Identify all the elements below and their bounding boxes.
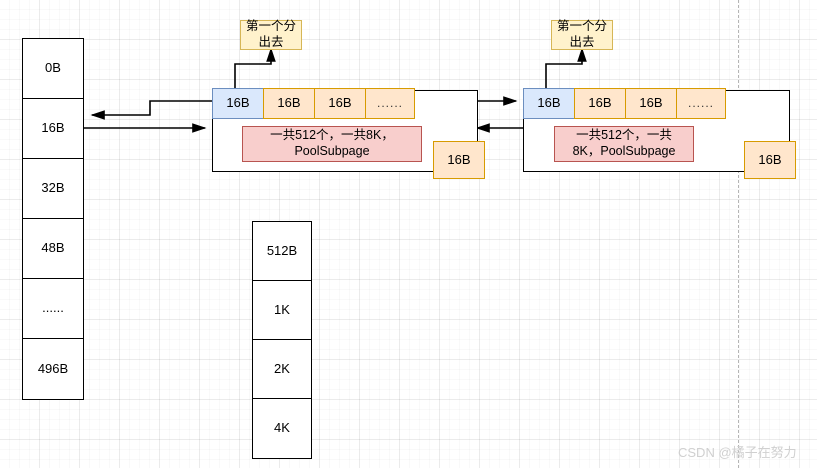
middle-chunk-1[interactable]: 16B: [212, 88, 264, 119]
right-chunk-2[interactable]: 16B: [574, 88, 626, 119]
size-cell-512b[interactable]: 512B: [252, 221, 312, 281]
size-cell-16b[interactable]: 16B: [22, 98, 84, 159]
middle-chunk-3[interactable]: 16B: [314, 88, 366, 119]
middle-subpage-note: 一共512个，一共8K，PoolSubpage: [242, 126, 422, 162]
watermark: CSDN @橘子在努力: [678, 445, 797, 460]
right-chunk-ellipsis[interactable]: ......: [676, 88, 726, 119]
middle-chunk-ellipsis[interactable]: ......: [365, 88, 415, 119]
middle-first-allocated-callout: 第一个分 出去: [240, 19, 302, 50]
size-cell-2k[interactable]: 2K: [252, 339, 312, 399]
middle-chunk-2[interactable]: 16B: [263, 88, 315, 119]
middle-overflow-chunk[interactable]: 16B: [433, 141, 485, 179]
size-cell-32b[interactable]: 32B: [22, 158, 84, 219]
dashed-guide-line: [738, 0, 739, 468]
size-cell-4k[interactable]: 4K: [252, 398, 312, 459]
right-overflow-chunk[interactable]: 16B: [744, 141, 796, 179]
size-cell-48b[interactable]: 48B: [22, 218, 84, 279]
right-note-line-2: 8K，PoolSubpage: [572, 144, 676, 158]
right-subpage-note: 一共512个，一共 8K，PoolSubpage: [554, 126, 694, 162]
size-cell-1k[interactable]: 1K: [252, 280, 312, 340]
size-cell-496b[interactable]: 496B: [22, 338, 84, 400]
right-callout-line-1: 第一个分: [556, 19, 607, 34]
edge-middle-chunk-to-callout: [234, 47, 276, 90]
size-cell-ellipsis[interactable]: ......: [22, 278, 84, 339]
right-chunk-1[interactable]: 16B: [523, 88, 575, 119]
right-chunk-3[interactable]: 16B: [625, 88, 677, 119]
edge-middle-to-left: [90, 100, 212, 120]
right-note-line-1: 一共512个，一共: [576, 128, 672, 143]
right-callout-line-2: 出去: [569, 35, 595, 49]
edge-right-chunk-to-callout: [545, 47, 587, 90]
right-first-allocated-callout: 第一个分 出去: [551, 19, 613, 50]
middle-callout-line-2: 出去: [258, 35, 284, 49]
middle-callout-line-1: 第一个分: [245, 19, 296, 34]
size-cell-0b[interactable]: 0B: [22, 38, 84, 99]
